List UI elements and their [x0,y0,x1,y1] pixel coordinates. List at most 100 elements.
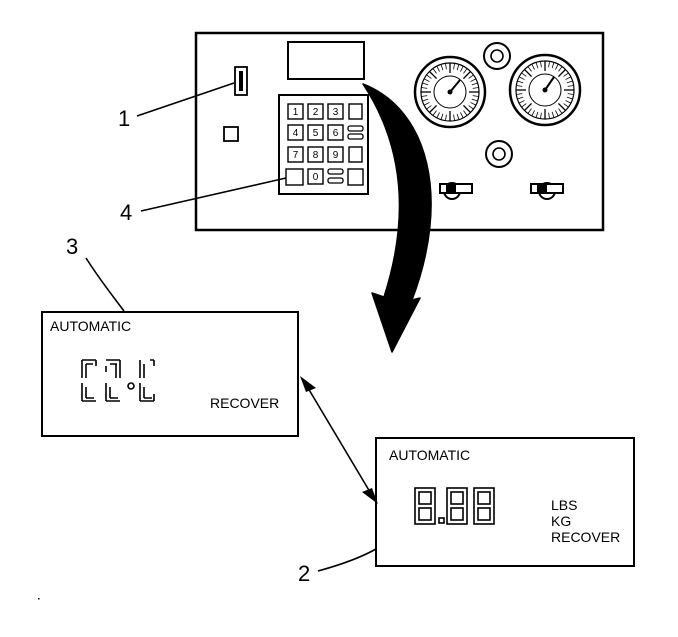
middle-knob [485,140,513,168]
key-2 [307,103,324,120]
callout-2-label: 2 [298,561,310,586]
lcd-right-unit-lbs: LBS [551,497,577,513]
gauge-tick [555,110,559,117]
panel-display-window [287,41,365,80]
key-1-label: 1 [293,107,299,118]
callout-3-label: 3 [66,234,78,259]
callout-1: 1 [118,82,235,131]
gauge-tick [426,105,432,110]
gauge-tick [565,76,572,80]
gauge-tick [557,69,566,78]
gauge-tick [527,66,532,72]
gauge-tick [432,110,437,116]
gauge-tick [540,61,542,68]
indicator-lamp [223,126,239,142]
gauge-tick [524,69,533,78]
key-9-label: 9 [333,150,339,161]
gauge-tick [422,82,429,86]
lcd-left-segment-readout [81,359,155,402]
gauge-tick [548,112,550,119]
pressure-gauge-right [508,53,582,127]
gauge-tick [423,78,430,82]
gauge-tick [436,65,440,72]
gauge-tick [551,111,555,118]
link-arrow [300,376,378,504]
key-9 [327,146,344,163]
key-func-2 [348,146,363,163]
gauge-tick [445,63,447,70]
key-arrow-down [347,133,364,140]
callout-3: 3 [66,234,125,312]
gauge-tick [445,114,447,121]
gauge-tick [531,63,535,70]
gauge-tick [429,104,438,113]
gauge-tick [527,108,532,114]
gauge-tick [432,68,437,74]
gauge-tick [567,85,574,87]
key-arrow-up [347,125,364,132]
gauge-tick [516,85,523,87]
key-7 [287,146,304,163]
key-6-label: 6 [333,128,339,139]
gauge-tick [558,108,563,114]
gauge-tick [421,95,428,97]
valve-handle-right [530,182,564,200]
gauge-tick [516,93,523,95]
gauge-tick [566,80,573,84]
callout-4-label: 4 [120,200,132,225]
gauge-tick [517,80,524,84]
lcd-display-left-frame [41,311,299,437]
gauge-tick [429,71,438,80]
key-0-label: 0 [313,172,319,183]
callout-4: 4 [120,177,287,225]
gauge-tick [470,102,477,106]
gauge-tick [471,82,478,86]
gauge-tick [421,87,428,89]
key-5-label: 5 [313,128,319,139]
gauge-tick [440,113,444,120]
key-6 [327,124,344,141]
gauge-tick [517,96,524,100]
gauge-tick [462,71,471,80]
valve-handle-left [439,182,473,200]
key-8-label: 8 [313,150,319,161]
gauge-tick [472,95,479,97]
key-func-1 [348,103,363,120]
key-7-label: 7 [293,150,299,161]
key-8 [307,146,324,163]
key-4 [287,124,304,141]
top-knob [483,42,511,70]
key-bar-bottom [327,177,344,184]
gauge-tick [563,103,569,108]
callout-1-label: 1 [118,106,130,131]
key-2-label: 2 [313,107,319,118]
gauge-tick [566,96,573,100]
lcd-right-mode-label: AUTOMATIC [389,447,470,463]
gauge-tick [557,102,566,111]
gauge-tick [422,98,429,102]
lcd-display-left: AUTOMATIC RECOVER [41,311,299,437]
gauge-tick [462,104,471,113]
power-switch-toggle [239,71,243,91]
control-panel: 1 2 3 4 5 6 7 8 9 0 [194,31,605,232]
gauge-tick [423,102,430,106]
pressure-gauge-left [413,55,487,129]
gauge-tick [472,87,479,89]
gauge-tick [470,78,477,82]
key-3 [327,103,344,120]
key-0 [307,168,324,185]
gauge-tick [521,103,527,108]
gauge-tick [521,72,527,77]
lcd-display-right: AUTOMATIC LBS KG RECOVER [375,437,635,567]
gauge-tick [460,112,464,119]
key-3-label: 3 [333,107,339,118]
lcd-right-segment-readout [414,487,495,525]
gauge-tick [456,64,460,71]
gauge-tick [456,113,460,120]
gauge-tick [531,110,535,117]
gauge-tick [563,72,569,77]
gauge-tick [524,102,533,111]
gauge-tick [535,62,539,69]
